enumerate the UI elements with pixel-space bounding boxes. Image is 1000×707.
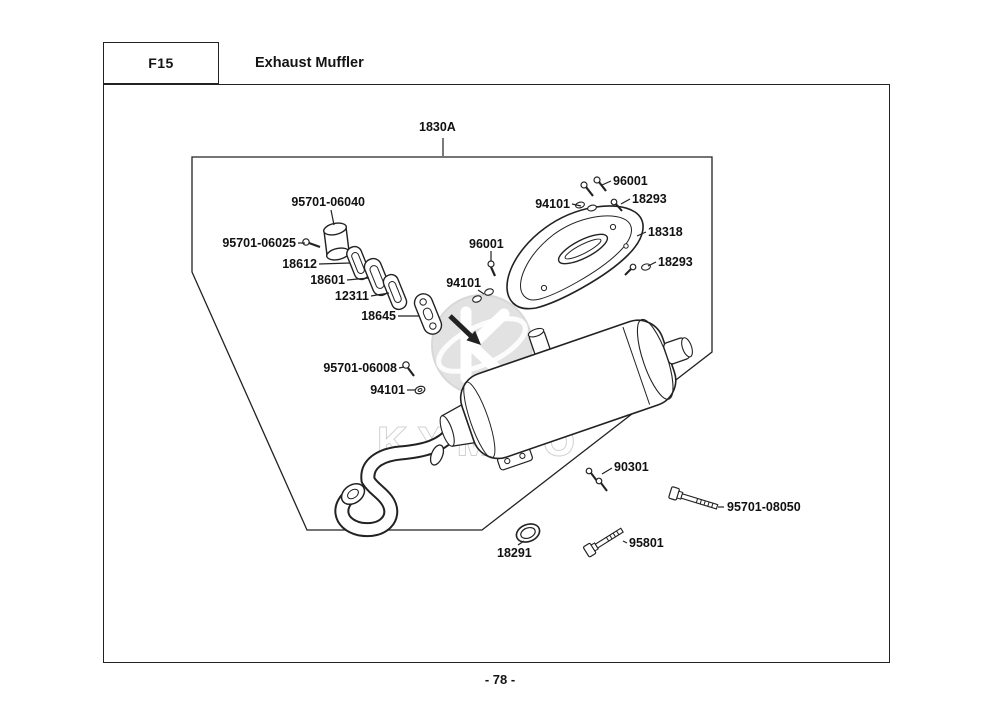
bolt-95701-06025 xyxy=(302,238,321,249)
flange-plate-12311 xyxy=(382,273,408,311)
muffler-body xyxy=(439,318,693,471)
part-label-95701-06008: 95701-06008 xyxy=(323,361,397,375)
clamp-ring-18291 xyxy=(515,523,541,543)
part-label-18318: 18318 xyxy=(648,225,683,239)
part-label-94101-top: 94101 xyxy=(535,197,570,211)
screw-18293-top xyxy=(610,198,623,212)
part-label-18612: 18612 xyxy=(282,257,317,271)
screws-90301 xyxy=(585,467,608,492)
exploded-view-boundary xyxy=(191,156,713,531)
part-label-18293-top: 18293 xyxy=(632,192,667,206)
section-code: F15 xyxy=(148,55,174,71)
exhaust-pipe xyxy=(334,424,460,538)
flange-plate-18601 xyxy=(363,257,391,297)
bolt-95801 xyxy=(583,527,624,558)
section-code-box: F15 xyxy=(103,42,219,84)
page-title: Exhaust Muffler xyxy=(255,55,364,71)
washer-94101-lower xyxy=(414,385,426,395)
part-label-18293-right: 18293 xyxy=(658,255,693,269)
page-number: - 78 - xyxy=(484,672,516,687)
part-label-95701-06025: 95701-06025 xyxy=(222,236,296,250)
part-label-95701-06040: 95701-06040 xyxy=(291,195,365,209)
inlet-joint xyxy=(322,222,351,261)
part-label-95801: 95801 xyxy=(629,536,664,550)
part-label-90301: 90301 xyxy=(614,460,649,474)
part-label-94101-mid: 94101 xyxy=(446,276,481,290)
part-label-1830A: 1830A xyxy=(419,120,456,134)
part-label-18601: 18601 xyxy=(310,273,345,287)
bolt-95701-06008 xyxy=(402,361,415,377)
part-label-12311: 12311 xyxy=(334,289,369,303)
part-label-95701-08050: 95701-08050 xyxy=(727,500,801,514)
screw-96001-mid xyxy=(487,260,497,277)
gasket-18645 xyxy=(413,293,443,335)
heat-shield xyxy=(506,205,644,310)
bolt-95701-08050 xyxy=(668,486,719,510)
part-label-18645: 18645 xyxy=(361,309,396,323)
assembly-arrow xyxy=(448,314,481,345)
screws-96001-top xyxy=(580,176,607,197)
washers-94101-mid xyxy=(472,288,494,303)
screw-18293-right xyxy=(624,263,651,276)
part-label-96001-top: 96001 xyxy=(613,174,648,188)
part-label-18291: 18291 xyxy=(497,546,532,560)
leader-lines xyxy=(298,138,724,546)
part-label-96001-mid: 96001 xyxy=(469,237,504,251)
part-label-94101-lower: 94101 xyxy=(370,383,405,397)
washers-94101-top xyxy=(575,201,597,212)
